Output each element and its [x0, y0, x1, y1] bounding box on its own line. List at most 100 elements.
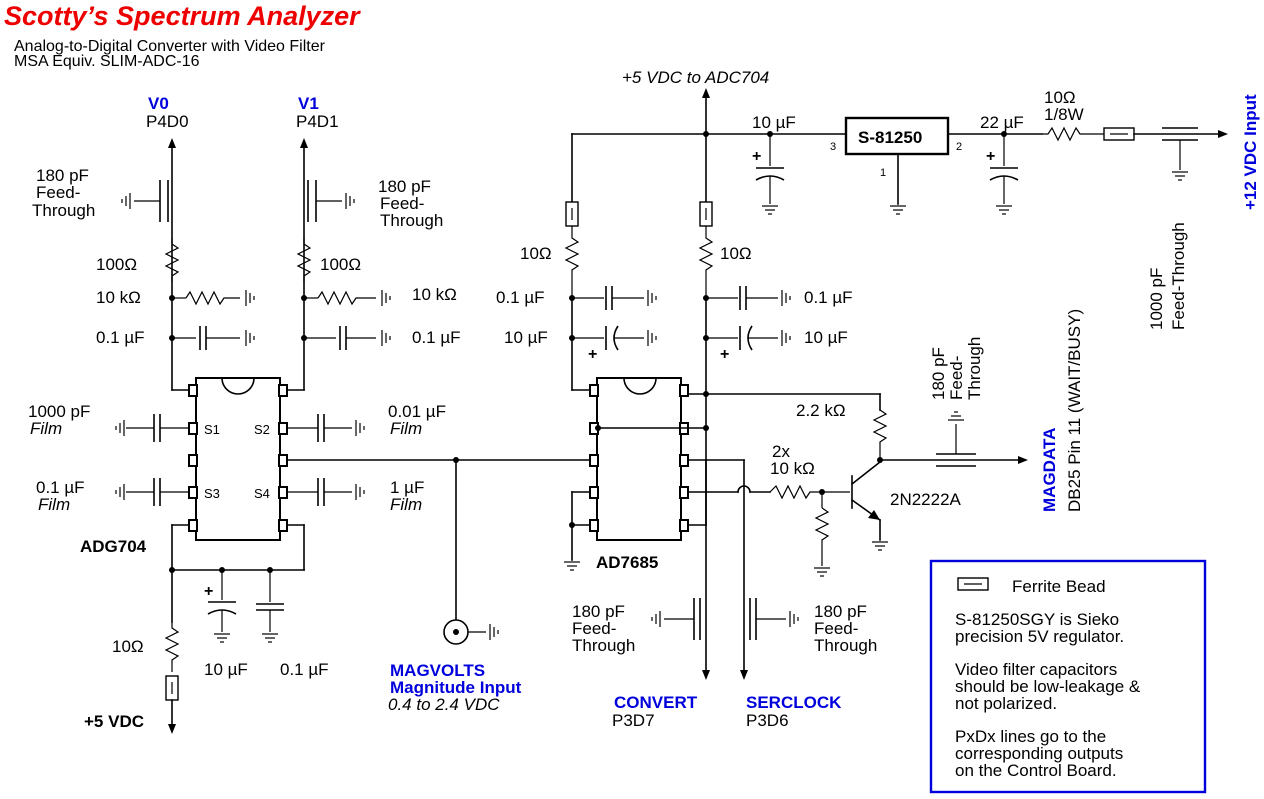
serclock-port-label: P3D6 — [746, 711, 789, 730]
adg704-pin-s3: S3 — [204, 486, 220, 501]
subtitle-line-1: Analog-to-Digital Converter with Video F… — [14, 38, 326, 55]
r-2.2k-label: 2.2 kΩ — [796, 401, 846, 420]
cap-180pf-convert-label: 180 pF — [572, 602, 625, 621]
c-0.1uf-ad-right-label: 0.1 µF — [804, 288, 853, 307]
cap-180pf-label-2: 180 pF — [378, 177, 431, 196]
legend-ferrite-label: Ferrite Bead — [1012, 577, 1106, 596]
legend-note1-line1: S-81250SGY is Sieko — [955, 610, 1119, 629]
c-10uf-rail-label: 10 µF — [752, 113, 796, 132]
magvolts-range-label: 0.4 to 2.4 VDC — [388, 695, 500, 714]
resistor-10-ad-right — [698, 226, 714, 298]
feedthrough-capacitor-v1 — [307, 180, 355, 222]
cap-0.01uf-s2 — [287, 414, 365, 442]
r-10k-base-label: 10 kΩ — [770, 459, 815, 478]
ferrite-bead-adg — [165, 675, 179, 734]
regulator-s81250 — [844, 116, 1043, 215]
legend-note2-line2: should be low-leakage & — [955, 677, 1141, 696]
c-0.1uf-s3-label: 0.1 µF — [36, 478, 85, 497]
cap-feed-serclock-label: Feed- — [814, 619, 858, 638]
cap-1000pf-s1 — [115, 414, 189, 442]
c-1000pf-film-label: Film — [30, 419, 62, 438]
v1-label: V1 — [298, 94, 319, 113]
adg704-pin-s4: S4 — [254, 486, 270, 501]
c-0.1uf-label-right: 0.1 µF — [412, 328, 461, 347]
plus5v-label: +5 VDC — [84, 712, 144, 731]
resistor-10-input — [1042, 126, 1104, 142]
resistor-10-ad-left — [564, 226, 580, 298]
r-10-input-label: 10Ω — [1044, 88, 1076, 107]
ferrite-bead-input — [1103, 127, 1228, 141]
feedthrough-capacitor-v0 — [121, 180, 169, 222]
cap-0.1uf-s3 — [115, 478, 189, 506]
c-1000pf-label: 1000 pF — [28, 402, 90, 421]
legend-box — [929, 559, 1207, 794]
adg704-label: ADG704 — [80, 537, 147, 556]
r-100-label-left: 100Ω — [96, 255, 137, 274]
regulator-label: S-81250 — [858, 128, 922, 147]
cap-1uf-s4 — [287, 478, 365, 506]
c-1uf-label: 1 µF — [390, 478, 424, 497]
plus-sign-adg: + — [204, 583, 213, 600]
feedthrough-cap-magdata — [936, 411, 976, 467]
cap-feed-label-1: Feed- — [36, 183, 80, 202]
feedthrough-cap-input — [1162, 127, 1198, 181]
cap-through-label-1: Through — [32, 201, 95, 220]
r-10k-label-left: 10 kΩ — [96, 288, 141, 307]
resistor-10k-left — [172, 289, 255, 307]
legend-note1-line2: precision 5V regulator. — [955, 627, 1124, 646]
c-1000pf-input-label: 1000 pF — [1147, 268, 1166, 330]
c-10uf-label-adg: 10 µF — [204, 660, 248, 679]
cap-feed-label-2: Feed- — [380, 194, 424, 213]
c-0.1uf-label-adg: 0.1 µF — [280, 660, 329, 679]
cap-180pf-label-1: 180 pF — [36, 166, 89, 185]
resistor-10k-right — [304, 289, 391, 307]
c-through-magdata-label: Through — [965, 337, 984, 400]
plus5-rail — [571, 88, 847, 203]
regulator-pin1: 1 — [880, 167, 886, 179]
r-10-label-ad-left: 10Ω — [520, 244, 552, 263]
page-title: Scotty’s Spectrum Analyzer — [4, 1, 361, 31]
convert-label: CONVERT — [614, 693, 698, 712]
c-10uf-ad-right-label: 10 µF — [804, 328, 848, 347]
c-22uf-label: 22 µF — [980, 113, 1024, 132]
cap-through-serclock-label: Through — [814, 636, 877, 655]
resistor-100-right — [296, 238, 312, 282]
adg704-pin-s1: S1 — [204, 422, 220, 437]
cap-22uf — [989, 134, 1019, 215]
plus-sign-ad-right: + — [720, 346, 729, 363]
transistor-label: 2N2222A — [890, 490, 962, 509]
legend-note2-line3: not polarized. — [955, 694, 1057, 713]
r-10-label-adg: 10Ω — [112, 637, 144, 656]
ferrite-bead-ad7685-left — [565, 201, 579, 227]
v1-port-label: P4D1 — [296, 112, 339, 131]
ad7685-wiring — [563, 425, 771, 680]
plus-sign-22uf: + — [986, 148, 995, 165]
magdata-pin-label: DB25 Pin 11 (WAIT/BUSY) — [1065, 309, 1084, 512]
transistor-circuit — [769, 393, 1028, 577]
r-10-label-ad-right: 10Ω — [720, 244, 752, 263]
magdata-label: MAGDATA — [1040, 428, 1059, 512]
feedthrough-cap-serclock — [749, 598, 799, 640]
signal-line — [286, 457, 591, 621]
legend-note2-line1: Video filter capacitors — [955, 660, 1117, 679]
feedthrough-cap-convert — [651, 598, 701, 640]
regulator-pin3: 3 — [830, 141, 836, 153]
cap-0.1uf-left — [172, 326, 255, 350]
magvolts-desc-label: Magnitude Input — [390, 678, 522, 697]
cap-180pf-serclock-label: 180 pF — [814, 602, 867, 621]
v0-port-label: P4D0 — [146, 112, 189, 131]
adg704-chip — [188, 377, 288, 541]
resistor-100-left — [164, 238, 180, 282]
cap-10uf-ad-left — [572, 325, 657, 351]
c-0.1uf-ad-left-label: 0.1 µF — [496, 288, 545, 307]
magvolts-connector — [443, 619, 499, 645]
legend-note3-line3: on the Control Board. — [955, 761, 1117, 780]
r-1-8w-label: 1/8W — [1044, 105, 1084, 124]
plus-sign-rail: + — [752, 148, 761, 165]
plus-sign-ad-left: + — [588, 346, 597, 363]
c-10uf-ad-left-label: 10 µF — [504, 328, 548, 347]
convert-port-label: P3D7 — [612, 711, 655, 730]
cap-10uf-rail — [755, 134, 785, 215]
c-180pf-magdata-label: 180 pF — [929, 347, 948, 400]
